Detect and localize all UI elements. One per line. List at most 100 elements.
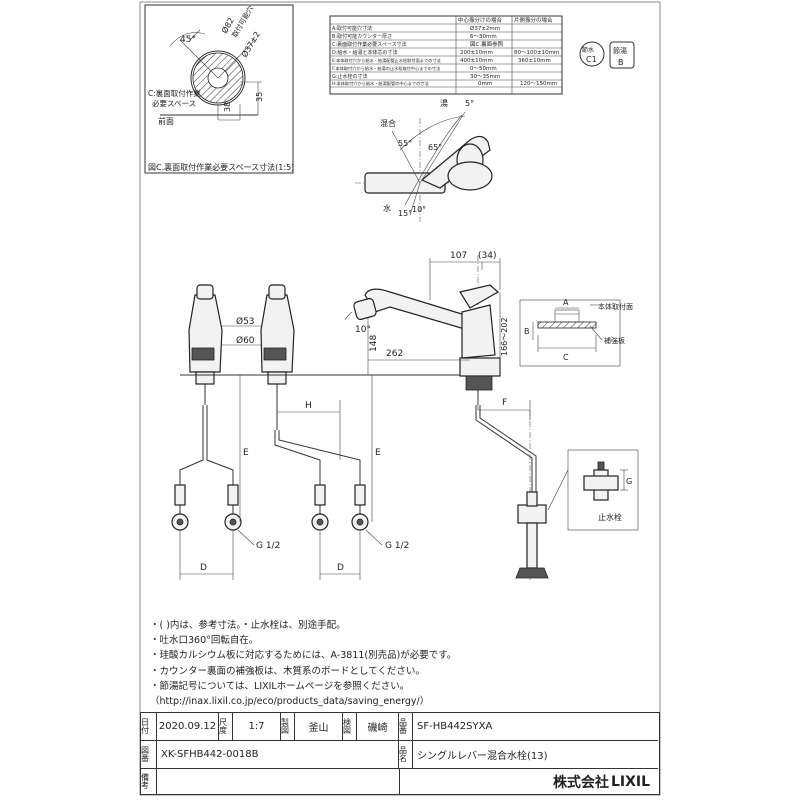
tb-label-part: 品番 <box>399 713 413 741</box>
inset-dim-35: 35 <box>255 92 264 102</box>
spec-row-c2: 80～100±10mm <box>514 50 559 56</box>
note-line: （http://inax.lixil.co.jp/eco/products_da… <box>150 696 430 708</box>
lever-hot-label: 湯 <box>440 98 448 108</box>
inset-frame <box>144 4 294 174</box>
front2-g-thread: G 1/2 <box>385 541 409 551</box>
spec-header-1: 中心振分けの場合 <box>458 16 503 24</box>
spec-row-c1: 30～35mm <box>470 74 500 80</box>
spec-row-label: D:給水・給湯と本体芯の寸法 <box>332 49 398 56</box>
notes-block: ・( )内は、参考寸法。・止水栓は、別途手配。 ・吐水口360°回転自在。 ・珪… <box>150 618 590 709</box>
lever-mix-label: 混合 <box>380 118 396 128</box>
inset-caption: 図C.裏面取付作業必要スペース寸法(1:5) <box>148 162 294 172</box>
spec-row-c2: 360±10mm <box>518 58 551 64</box>
spec-header-2: 片側振分の場合 <box>514 16 553 24</box>
spec-row-label: H:本体取付穴から給水・給湯配管の中心までの寸法 <box>332 80 429 87</box>
side-dim-148: 148 <box>369 335 379 352</box>
tb-label-date: 日付 <box>141 713 157 741</box>
spec-row-c1: Ø37±2mm <box>470 25 500 32</box>
lever-angle-10: 10° <box>412 205 426 214</box>
spec-row-c1: 図C.裏面参照 <box>470 40 504 48</box>
title-block: 日付 2020.09.12 尺度 1:7 製図 釜山 検図 磯崎 品番 SF-H… <box>140 712 660 795</box>
inset-front-label: 前面 <box>158 116 174 126</box>
lever-angle-65: 65° <box>428 143 442 152</box>
note-line: ・( )内は、参考寸法。・止水栓は、別途手配。 <box>150 620 346 631</box>
side-dim-262: 262 <box>386 349 403 359</box>
front2-dim-H: H <box>305 401 312 411</box>
note-line: ・カウンター裏面の補強板は、木質系のボードとしてください。 <box>150 665 425 677</box>
side-dim-166-202: 166～202 <box>500 317 509 356</box>
spec-row-c1: 0mm <box>478 81 492 87</box>
tb-label-drawing: 図番 <box>141 741 157 769</box>
side-angle-10: 10° <box>355 325 371 335</box>
front2-dim-D: D <box>337 563 344 573</box>
spec-row-label: G:止水栓の寸法 <box>332 73 368 80</box>
inset-space-label-2: 必要スペース <box>152 98 196 108</box>
front-dia-60: Ø60 <box>236 335 255 346</box>
side-dim-34: (34) <box>478 251 496 261</box>
lever-top-view: 湯 5° 混合 55° 65° 水 15° 10° <box>355 98 493 222</box>
spec-row-c1: 0～50mm <box>470 66 497 72</box>
note-line: ・珪酸カルシウム板に対応するためには、A-3811(別売品)が必要です。 <box>150 650 457 662</box>
valve-label: 止水栓 <box>598 512 622 522</box>
svg-text:C1: C1 <box>586 55 597 64</box>
spec-row-c1: 400±10mm <box>460 58 493 64</box>
tb-label-check: 検図 <box>343 713 357 741</box>
svg-text:節湯: 節湯 <box>613 46 627 55</box>
tb-company: 株式会社 LIXIL <box>399 769 658 794</box>
spec-row-label: E:本体取付穴から給水・給湯配管止水栓取付面までの寸法 <box>332 57 441 64</box>
front1-dim-D: D <box>200 563 207 573</box>
side-view: 107 (34) 262 148 166～202 10° F <box>344 251 549 580</box>
tb-date: 2020.09.12 <box>157 713 219 741</box>
detail-dim-B: B <box>524 327 530 336</box>
valve-dim-G: G <box>626 477 632 486</box>
valve-detail: G 止水栓 <box>547 449 639 531</box>
inset-space-label-1: C:裏面取付作業 <box>148 88 201 98</box>
spec-row-label: C:裏面取付作業必要スペース寸法 <box>332 41 407 48</box>
lever-angle-15: 15° <box>398 209 412 218</box>
water-saving-badge: 節水 C1 <box>579 41 605 67</box>
tb-scale: 1:7 <box>233 713 281 741</box>
sheet-frame <box>139 1 661 796</box>
note-line: ・節湯記号については、LIXILホームページを参照ください。 <box>150 680 410 692</box>
tb-label-scale: 尺度 <box>219 713 233 741</box>
detail-dim-C: C <box>563 353 569 362</box>
tb-label-name: 品名 <box>399 741 413 769</box>
tb-product-name: シングルレバー混合水栓(13) <box>413 741 658 769</box>
lever-water-label: 水 <box>383 203 391 213</box>
note-line: ・吐水口360°回転自在。 <box>150 635 259 647</box>
detail-label-mount: 本体取付面 <box>598 302 633 311</box>
hot-water-saving-badge: 節湯 B <box>609 41 635 69</box>
tb-label-drawn: 製図 <box>281 713 295 741</box>
front-view-center: D E G 1/2 <box>171 284 280 580</box>
spec-row-c1: 6～30mm <box>470 34 497 40</box>
tb-part-number: SF-HB442SYXA <box>413 713 658 741</box>
front1-g-thread: G 1/2 <box>256 541 280 551</box>
tb-drawing-number: XK-SFHB442-0018B <box>157 741 399 769</box>
front1-dim-E: E <box>243 448 249 458</box>
front2-dim-E: E <box>375 448 381 458</box>
svg-text:節水: 節水 <box>582 46 594 54</box>
tb-label-note: 備考 <box>141 769 157 794</box>
lever-angle-5: 5° <box>465 99 474 108</box>
inset-figure-c: 45° Ø82 取付可能穴 Ø37±2 35 38 C:裏面取付作業 必要スペー… <box>144 4 294 174</box>
side-dim-F: F <box>502 398 507 408</box>
counter-detail: A B C 本体取付面 補強板 <box>519 298 633 367</box>
lixil-logo: LIXIL <box>610 773 650 790</box>
front-view-offset: H D E G 1/2 Ø53 Ø60 <box>222 284 409 580</box>
inset-dim-38: 38 <box>223 102 232 112</box>
spec-table: 中心振分けの場合 片側振分の場合 A:取付可能穴寸法 Ø37±2mm B:取付可… <box>329 15 563 95</box>
inset-angle: 45° <box>180 35 196 45</box>
svg-text:B: B <box>618 58 624 67</box>
front-dia-53: Ø53 <box>236 316 255 327</box>
spec-row-label: B:取付可能カウンター厚さ <box>332 33 392 40</box>
tb-drawn: 釜山 <box>295 713 343 741</box>
spec-row-label: A:取付可能穴寸法 <box>332 25 372 32</box>
side-dim-107: 107 <box>450 251 467 261</box>
company-name: 株式会社 <box>552 774 609 791</box>
detail-dim-A: A <box>563 298 569 307</box>
spec-row-c2: 120～150mm <box>520 81 557 87</box>
detail-label-board: 補強板 <box>604 336 625 345</box>
inset-dia-hole: Ø37±2 <box>239 30 262 59</box>
